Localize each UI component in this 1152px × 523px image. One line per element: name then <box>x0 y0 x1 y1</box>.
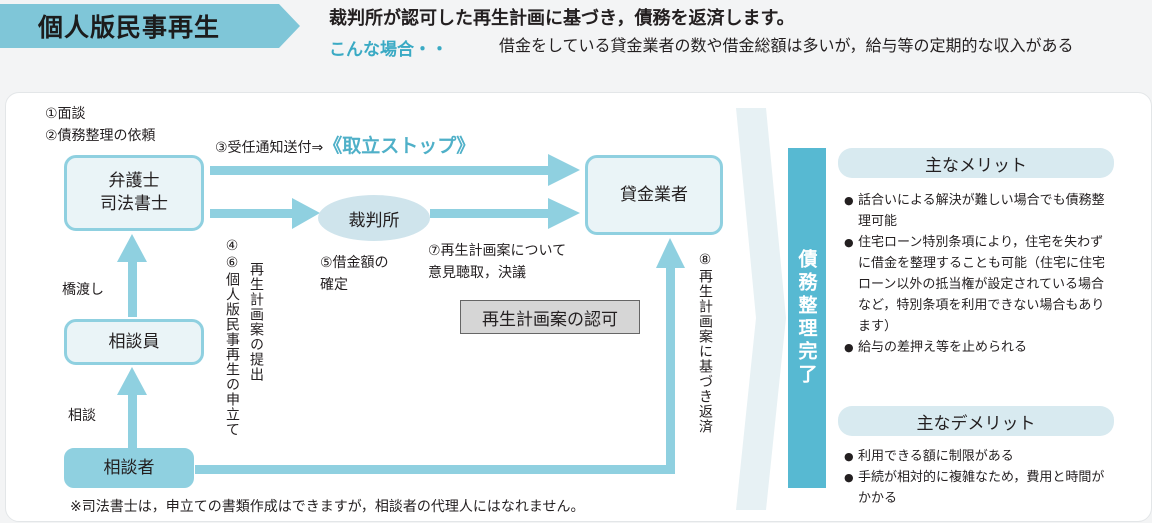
consult-label: 相談 <box>68 408 96 424</box>
headline: 裁判所が認可した再生計画に基づき，債務を返済します。 <box>329 8 795 29</box>
arrowhead-consulter-to-counselor <box>117 367 147 395</box>
step3-label: ③受任通知送付⇒ 《取立ストップ》 <box>215 136 475 158</box>
arrow-to-court <box>210 209 298 218</box>
arrow-counselor-to-lawyer <box>128 255 137 317</box>
step8-label: ⑧再生計画案に基づき返済 <box>697 252 713 434</box>
footnote: ※司法書士は，申立ての書類作成はできますが，相談者の代理人にはなれません。 <box>70 499 585 515</box>
merit-item: 給与の差押え等を止められる <box>844 337 1106 358</box>
case-label: こんな場合・・ <box>329 40 448 60</box>
counselor-box: 相談員 <box>64 319 204 365</box>
demerit-title: 主なデメリット <box>838 406 1114 436</box>
bridge-label: 橋渡し <box>62 282 104 298</box>
case-text: 借金をしている貸金業者の数や借金総額は多いが，給与等の定期的な収入がある <box>499 36 1074 55</box>
arrowhead-court-to-lender <box>548 198 580 229</box>
approval-box: 再生計画案の認可 <box>460 300 640 334</box>
arrow-repayment-vertical <box>666 262 675 474</box>
step6-sub-label: 再生計画案の提出 <box>248 262 264 382</box>
arrowhead-counselor-to-lawyer <box>117 234 147 262</box>
lawyer-box: 弁護士 司法書士 <box>64 155 204 231</box>
merit-title: 主なメリット <box>838 148 1114 178</box>
merit-item: 住宅ローン特別条項により，住宅を失わずに借金を整理することも可能（住宅に住宅ロー… <box>844 232 1106 337</box>
arrow-consulter-to-counselor <box>128 387 137 449</box>
arrowhead-repayment <box>656 238 685 268</box>
court-ellipse: 裁判所 <box>318 195 430 241</box>
page-title: 個人版民事再生 <box>0 4 300 48</box>
lender-box: 貸金業者 <box>585 155 723 235</box>
step46-label: ④⑥個人版民事再生の申立て <box>224 238 240 437</box>
arrow-to-lender-top <box>210 166 555 175</box>
chevron-to-complete <box>736 108 786 510</box>
step5-label: ⑤借金額の 確定 <box>320 255 389 293</box>
complete-bar: 債務整理完了 <box>788 148 826 488</box>
arrowhead-to-lender-top <box>548 154 580 186</box>
consulter-box: 相談者 <box>64 448 194 488</box>
step2-label: ②債務整理の依頼 <box>45 128 156 144</box>
merit-item: 話合いによる解決が難しい場合でも債務整理可能 <box>844 190 1106 232</box>
demerit-item: 利用できる額に制限がある <box>844 446 1106 467</box>
step3-prefix: ③受任通知送付⇒ <box>215 140 324 156</box>
arrowhead-to-court <box>292 198 320 229</box>
step7-label: ⑦再生計画案について 意見聴取，決議 <box>428 243 567 281</box>
step1-label: ①面談 <box>45 106 86 122</box>
demerit-list: 利用できる額に制限がある 手続が相対的に複雑なため，費用と時間がかかる <box>844 446 1106 509</box>
demerit-item: 手続が相対的に複雑なため，費用と時間がかかる <box>844 467 1106 509</box>
merit-list: 話合いによる解決が難しい場合でも債務整理可能 住宅ローン特別条項により，住宅を失… <box>844 190 1106 358</box>
stop-label: 《取立ストップ》 <box>323 135 476 157</box>
arrow-repayment-horizontal <box>195 465 675 474</box>
arrow-court-to-lender <box>430 209 555 218</box>
